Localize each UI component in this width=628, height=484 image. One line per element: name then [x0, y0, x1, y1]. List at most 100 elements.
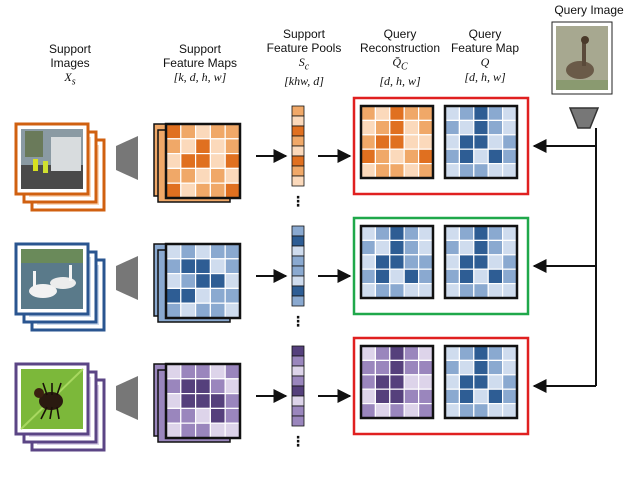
query-reconstruction-cell: [403, 119, 420, 136]
query-reconstruction-cell: [360, 105, 376, 121]
query-feature-map-cell: [444, 134, 460, 150]
query-reconstruction-cell: [389, 388, 405, 405]
pool-cell: [291, 225, 305, 237]
query-feature-map-cell: [502, 403, 518, 419]
query-feature-map-cell: [473, 105, 489, 121]
query-reconstruction-cell: [374, 268, 391, 285]
query-feature-map-cell: [458, 283, 475, 299]
support-feature-map-border: [164, 242, 242, 320]
pool-cell: [291, 285, 305, 297]
header-support-maps-math: [k, d, h, w]: [173, 70, 227, 84]
query-feature-map-cell: [458, 345, 475, 361]
query-feature-map-cell: [458, 254, 475, 270]
pool-cell: [291, 105, 305, 117]
row-orange: ⋮: [14, 96, 596, 212]
query-reconstruction-cell: [360, 388, 376, 405]
math-sc-sub: c: [304, 61, 310, 73]
support-feature-map-cell: [180, 123, 197, 140]
feature-pool: ⋮: [291, 345, 305, 450]
support-feature-map-cell: [165, 378, 182, 395]
query-feature-map-cell: [458, 374, 475, 390]
header-query-recon-line2: Reconstruction: [359, 40, 441, 55]
query-reconstruction-cell: [374, 239, 391, 256]
query-feature-map-cell: [473, 254, 489, 270]
query-feature-map-cell: [458, 163, 475, 179]
query-reconstruction-cell: [403, 388, 420, 405]
pool-cell: [291, 395, 305, 407]
support-feature-map-cell: [209, 273, 226, 290]
support-feature-map: [164, 362, 242, 440]
query-feature-map-cell: [444, 403, 460, 419]
support-feature-map: [164, 242, 242, 320]
support-feature-map-cell: [224, 422, 241, 439]
header-query-recon-line1: Query: [383, 27, 417, 41]
query-reconstruction-cell: [403, 239, 420, 256]
query-feature-map-cell: [473, 268, 489, 285]
feature-pool: ⋮: [291, 225, 305, 330]
support-feature-map-cell: [195, 422, 212, 439]
query-reconstruction-cell: [403, 148, 420, 165]
support-feature-map-cell: [165, 123, 182, 140]
feature-pool: ⋮: [291, 105, 305, 210]
math-qc-sub: C: [401, 61, 408, 73]
query-reconstruction: [359, 104, 435, 180]
query-feature-map-cell: [458, 388, 475, 405]
support-feature-map-cell: [195, 273, 212, 290]
query-feature-map-cell: [444, 225, 460, 241]
support-feature-map-cell: [224, 182, 241, 199]
pool-cell: [291, 265, 305, 277]
pool-cell: [291, 175, 305, 187]
worker-vest: [33, 159, 38, 171]
query-feature-map-cell: [473, 283, 489, 299]
pool-cell: [291, 405, 305, 417]
query-reconstruction-cell: [418, 345, 434, 361]
query-encoder-trapezoid: [568, 107, 600, 129]
support-feature-map-cell: [165, 273, 182, 290]
support-feature-map-cell: [195, 407, 212, 424]
support-feature-map-cell: [209, 393, 226, 410]
query-feature-map-cell: [487, 163, 504, 179]
query-reconstruction-cell: [374, 105, 391, 121]
pool-cell: [291, 125, 305, 137]
query-feature-map-cell: [502, 148, 518, 165]
support-feature-map-cell: [224, 302, 241, 319]
query-feature-map-cell: [473, 163, 489, 179]
query-reconstruction-cell: [418, 119, 434, 136]
header-support-maps-line1: Support: [178, 42, 222, 56]
pool-cell: [291, 235, 305, 247]
header-query-recon: Query Reconstruction Q̄C [d, h, w]: [350, 27, 450, 89]
support-feature-map-cell: [195, 363, 212, 380]
query-reconstruction-cell: [374, 148, 391, 165]
header-feature-pools-math2: [khw, d]: [284, 74, 324, 89]
photo-beetle-photo: [20, 368, 84, 430]
query-reconstruction-cell: [389, 148, 405, 165]
query-reconstruction-cell: [389, 374, 405, 390]
query-reconstruction-cell: [374, 374, 391, 390]
support-feature-map-cell: [224, 393, 241, 410]
query-reconstruction-cell: [360, 225, 376, 241]
pool-cell: [291, 355, 305, 367]
query-feature-map-cell: [458, 148, 475, 165]
support-feature-map-cell: [224, 153, 241, 170]
query-feature-map-cell: [444, 388, 460, 405]
query-feature-map-cell: [444, 119, 460, 136]
pool-cell: [291, 245, 305, 257]
query-feature-map-cell: [458, 225, 475, 241]
support-feature-map-cell: [165, 393, 182, 410]
query-reconstruction-cell: [360, 283, 376, 299]
query-reconstruction-cell: [389, 119, 405, 136]
support-feature-map-cell: [209, 422, 226, 439]
header-query-map: Query Feature Map Q [d, h, w]: [440, 27, 530, 85]
support-feature-map-cell: [224, 273, 241, 290]
support-feature-map-cell: [224, 363, 241, 380]
query-reconstruction-cell: [403, 163, 420, 179]
query-reconstruction-cell: [418, 105, 434, 121]
header-support-images-line1: Support: [48, 42, 92, 56]
beetle-body: [39, 392, 63, 410]
query-branch: [551, 21, 613, 386]
support-feature-map-cell: [180, 287, 197, 304]
query-reconstruction-cell: [374, 163, 391, 179]
support-feature-map-cell: [224, 378, 241, 395]
query-feature-map-cell: [502, 374, 518, 390]
